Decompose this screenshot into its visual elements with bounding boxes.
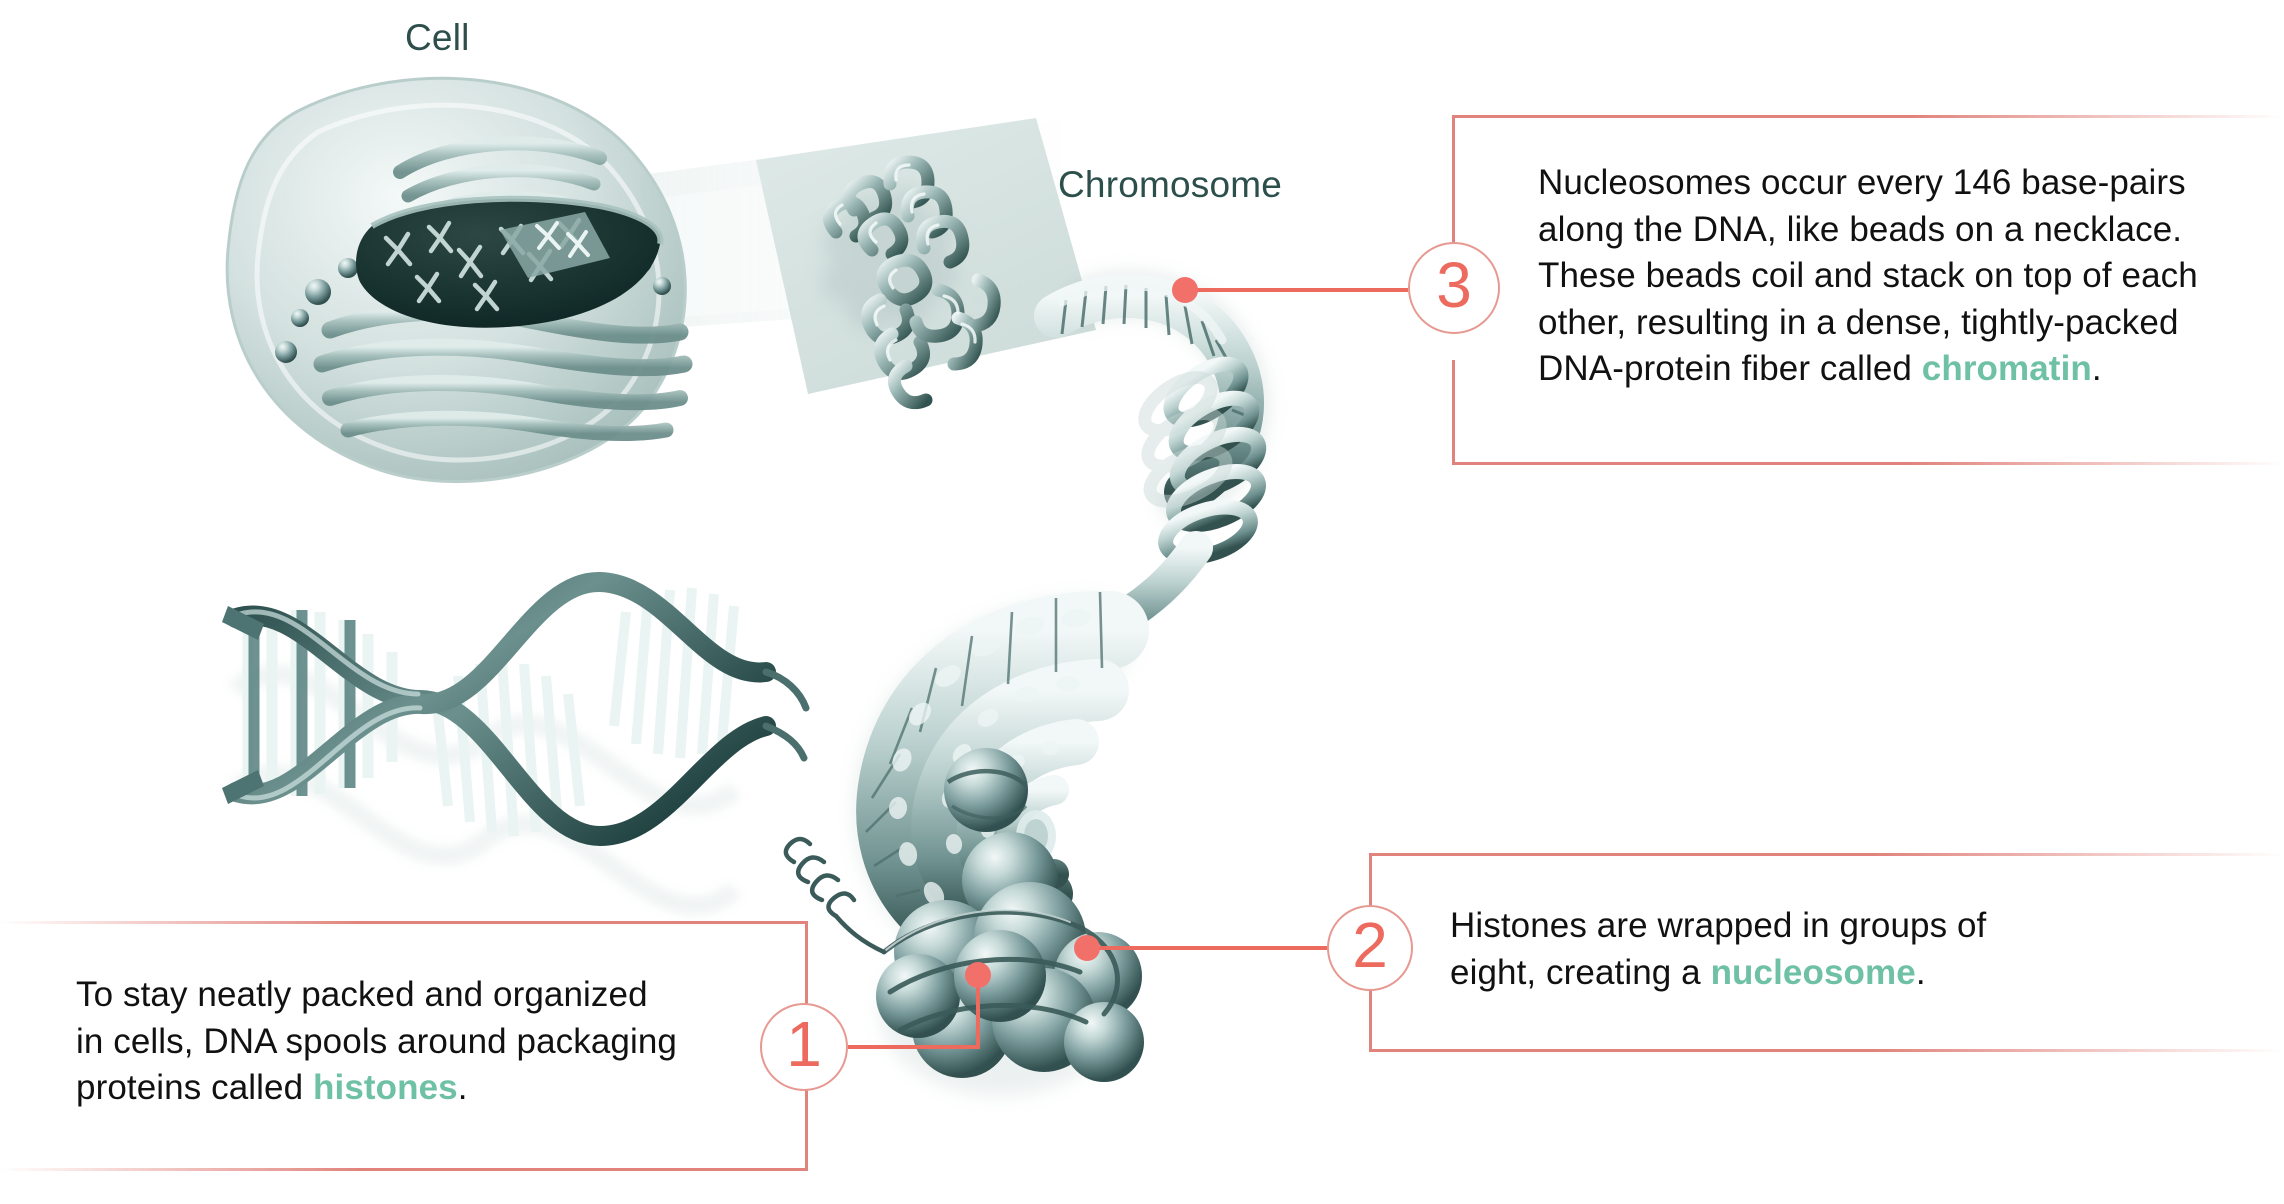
callout-2-line-1: Histones are wrapped in groups of (1450, 906, 1987, 945)
label-chromosome: Chromosome (1058, 164, 1283, 205)
term-histones: histones (313, 1068, 458, 1108)
callout-3-bracket-top (1452, 115, 2284, 118)
callout-1-text: To stay neatly packed and organized in c… (76, 972, 756, 1112)
label-cell: Cell (405, 17, 470, 58)
callout-3-line-5: DNA-protein fiber called chromatin. (1538, 349, 2102, 389)
callout-1-bracket-top (0, 921, 808, 924)
callout-1-line-1: To stay neatly packed and organized (76, 975, 648, 1014)
callout-1-connector-vertical (976, 975, 980, 1049)
callout-1-anchor-dot (965, 962, 991, 988)
dna-illustration (222, 571, 810, 915)
cell-illustration (225, 76, 693, 484)
term-chromatin: chromatin (1921, 349, 2092, 389)
callout-1-number-text: 1 (786, 1008, 822, 1080)
callout-1-bracket-right (805, 921, 808, 1026)
callout-3-text: Nucleosomes occur every 146 base-pairs a… (1538, 160, 2258, 393)
callout-2-connector (1088, 946, 1343, 950)
callout-2-number[interactable]: 2 (1327, 905, 1413, 991)
callout-3-line-3: These beads coil and stack on top of eac… (1538, 256, 2198, 296)
callout-1-connector-horizontal (848, 1045, 980, 1049)
callout-2-line-2: eight, creating a nucleosome. (1450, 952, 1926, 992)
callout-2-bracket-bottom (1369, 1049, 2284, 1052)
callout-1-line-2: in cells, DNA spools around packaging (76, 1021, 677, 1061)
callout-1-line-3: proteins called histones. (76, 1068, 468, 1108)
callout-3-bracket-left (1452, 115, 1455, 300)
callout-3-bracket-left-lower (1452, 360, 1455, 465)
callout-3-line-1: Nucleosomes occur every 146 base-pairs (1538, 163, 2186, 202)
nucleosome-illustration (783, 748, 1144, 1096)
callout-1-bracket-right-lower (805, 1086, 808, 1171)
callout-3-bracket-bottom (1452, 462, 2284, 465)
callout-2-bracket-left (1369, 853, 1372, 931)
callout-3-connector (1186, 288, 1408, 292)
callout-1-number[interactable]: 1 (760, 1003, 848, 1091)
callout-3-line-2: along the DNA, like beads on a necklace. (1538, 209, 2183, 249)
callout-1-bracket-bottom (0, 1168, 808, 1171)
callout-3-number-text: 3 (1436, 249, 1472, 321)
callout-2-text: Histones are wrapped in groups of eight,… (1450, 903, 2150, 996)
term-nucleosome: nucleosome (1710, 952, 1916, 992)
callout-2-anchor-dot (1074, 935, 1100, 961)
callout-2-bracket-left-lower (1369, 990, 1372, 1052)
callout-3-anchor-dot (1172, 277, 1198, 303)
callout-2-bracket-top (1369, 853, 2284, 856)
callout-2-number-text: 2 (1352, 909, 1388, 981)
linker-dna (783, 836, 887, 955)
callout-3-line-4: other, resulting in a dense, tightly-pac… (1538, 302, 2179, 342)
chromosome-illustration (756, 118, 1096, 410)
callout-3-number[interactable]: 3 (1408, 242, 1500, 334)
